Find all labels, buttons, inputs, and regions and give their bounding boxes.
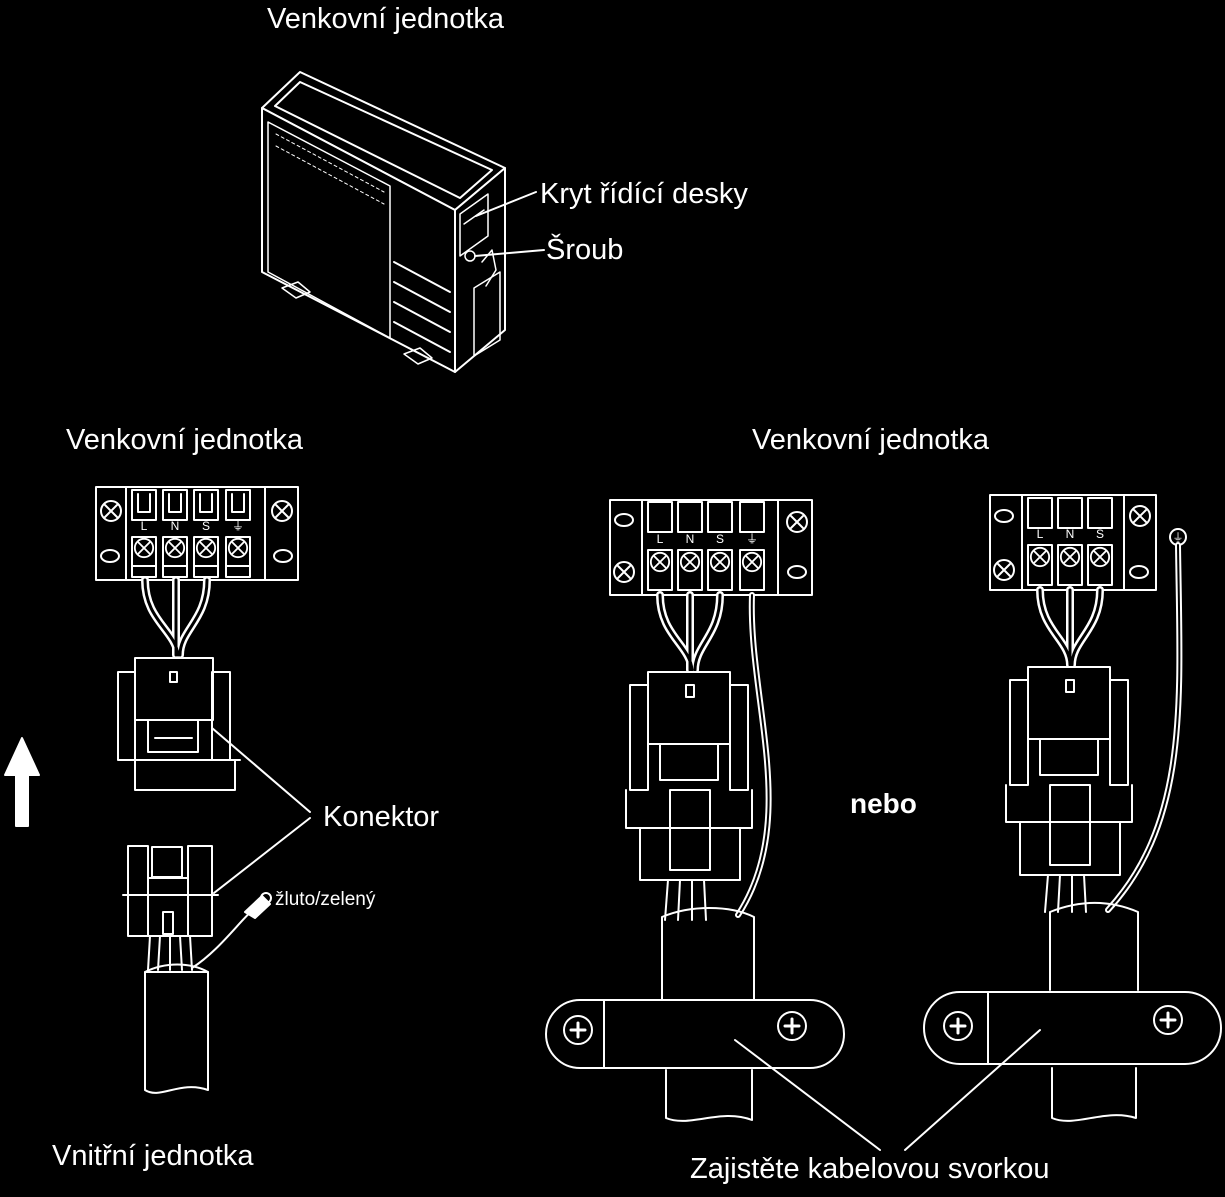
clamp-screw-icon [1152,1004,1184,1036]
mount-screw-icon [786,511,808,533]
terminal-label: L [1037,527,1044,541]
terminal-label: S [716,532,724,546]
terminal-block-right [989,494,1157,591]
terminal-block-middle [609,499,813,596]
label-connector: Konektor [323,801,440,833]
title-outdoor-unit-left: Venkovní jednotka [66,424,304,456]
terminal-screw-icon [1089,546,1111,568]
clamp-screw-icon [942,1010,974,1042]
mount-screw-icon [100,500,122,522]
mount-screw-icon [993,559,1015,581]
terminal-label: L [657,532,664,546]
terminal-label: L [141,519,148,533]
terminal-screw-icon [1059,546,1081,568]
terminal-label: N [171,519,180,533]
connector-upper-left [117,576,241,791]
label-cable-clamp-note: Zajistěte kabelovou svorkou [690,1153,1050,1185]
clamp-screw-icon [562,1014,594,1046]
label-indoor-unit: Vnitřní jednotka [52,1140,254,1172]
terminal-block-left [95,486,299,581]
terminal-screw-icon [649,551,671,573]
mount-screw-icon [271,500,293,522]
clamp-screw-icon [776,1010,808,1042]
label-control-board-cover: Kryt řídící desky [540,178,748,210]
terminal-label: S [1096,527,1104,541]
terminal-labels: L N S ⏚ L N S ⏚ L N S ⏚ [141,519,1184,546]
terminal-label: N [1066,527,1075,541]
terminal-screw-icon [227,537,249,559]
label-wire-color: žluto/zelený [275,889,376,910]
title-outdoor-unit-right: Venkovní jednotka [752,424,990,456]
terminal-screw-icon [1029,546,1051,568]
mount-screw-icon [613,561,635,583]
terminal-screw-icon [195,537,217,559]
label-or: nebo [850,788,917,819]
cable-clamp-right [904,991,1222,1151]
ground-symbol: ⏚ [1173,531,1184,544]
terminal-label: N [686,532,695,546]
connector-lower-left [122,727,311,1094]
terminal-label: S [202,519,210,533]
cable-assembly-right [1005,528,1187,1122]
up-arrow-icon [4,737,40,827]
title-outdoor-unit-top: Venkovní jednotka [267,3,505,35]
cable-clamp-middle [545,999,881,1151]
terminal-screw-icon [164,537,186,559]
label-screw: Šroub [546,234,624,266]
mount-screw-icon [1129,505,1151,527]
terminal-screw-icon [679,551,701,573]
terminal-screw-icon [709,551,731,573]
terminal-label: ⏚ [746,532,758,546]
outdoor-unit-illustration [261,71,545,373]
terminal-screw-icon [741,551,763,573]
terminal-label: ⏚ [232,519,244,533]
cable-assembly-middle [625,591,772,1122]
terminal-screw-icon [133,537,155,559]
